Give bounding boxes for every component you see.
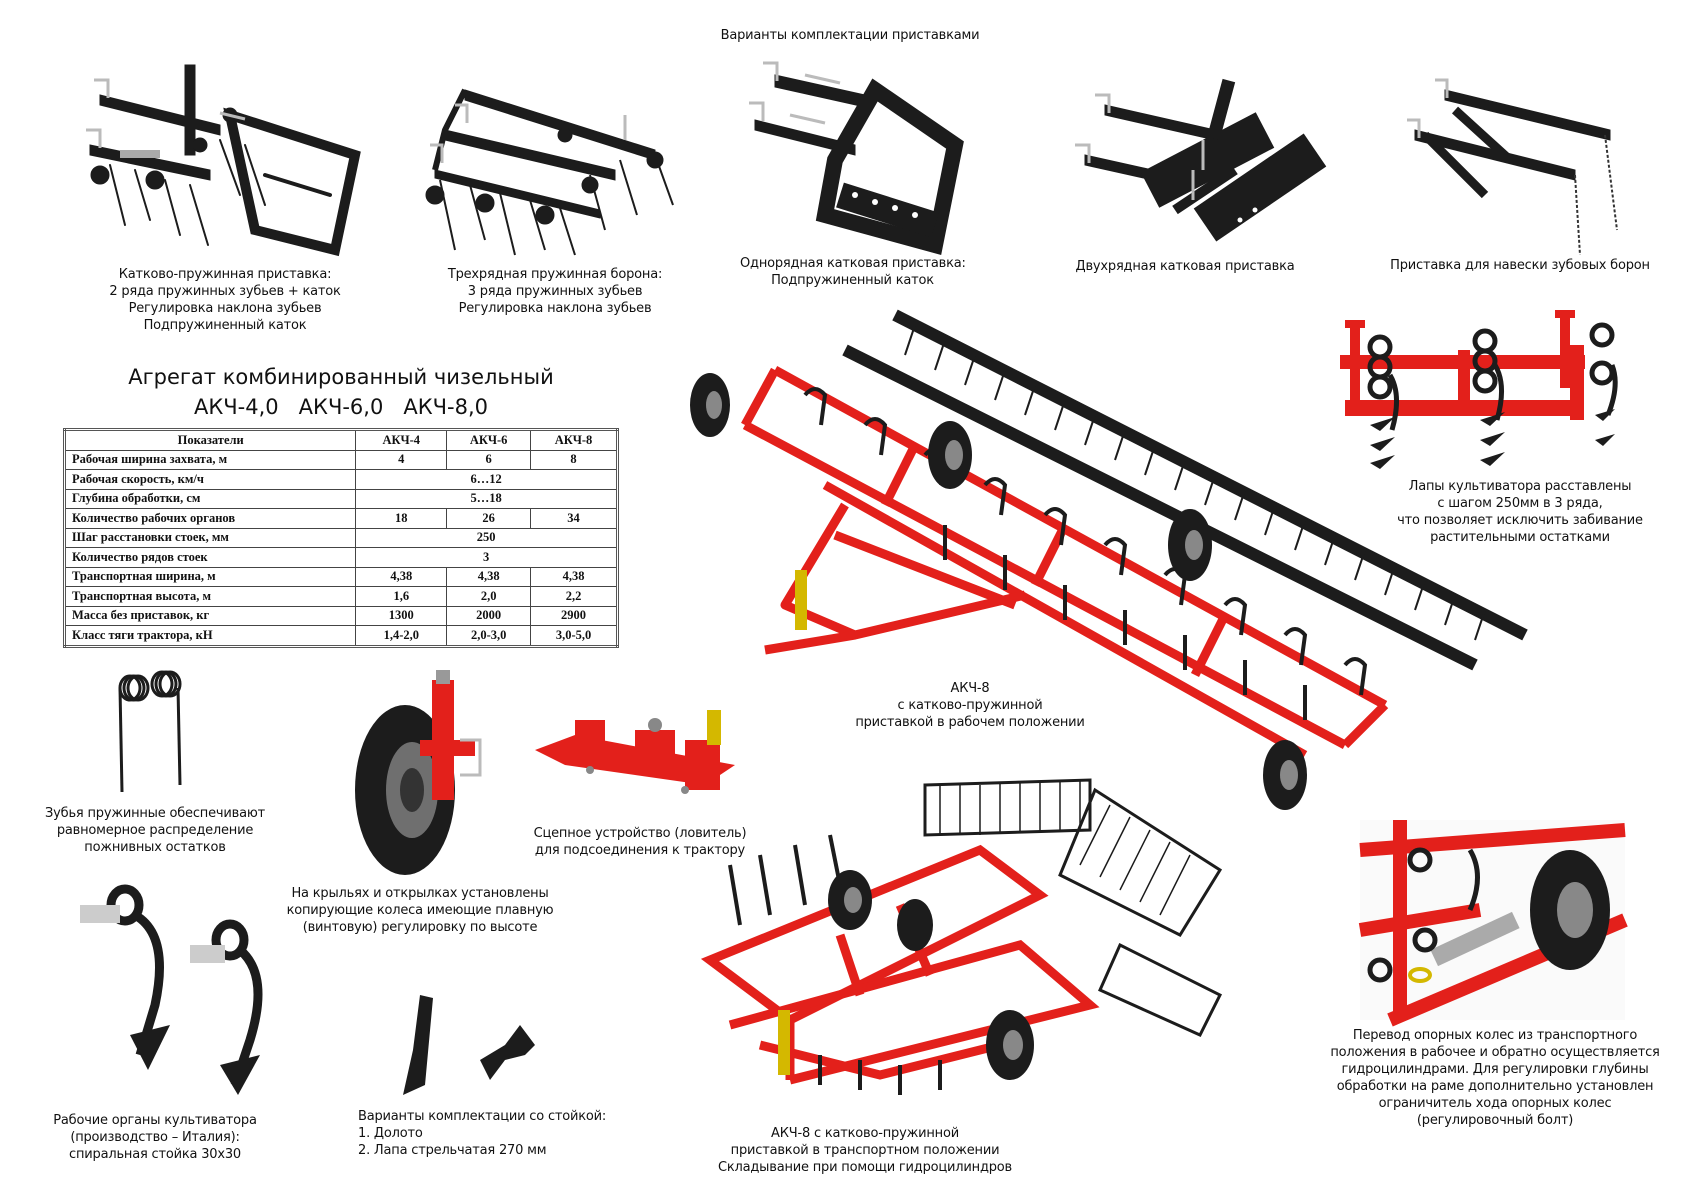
- row-label: Глубина обработки, см: [63, 488, 357, 509]
- wheel-transfer-detail-image: [1358, 820, 1628, 1027]
- table-header-row: Показатели АКЧ-4 АКЧ-6 АКЧ-8: [63, 429, 618, 451]
- cell-value: 4,38: [446, 566, 532, 587]
- cell-value: 18: [355, 508, 448, 529]
- row-label: Рабочая скорость, км/ч: [63, 469, 357, 490]
- roller-spring-attachment-image: [86, 64, 361, 257]
- cell-value: 4,38: [355, 566, 448, 587]
- table-row: Количество рабочих органов 18 26 34: [63, 508, 618, 529]
- akch8-transport-position-image: [700, 778, 1223, 1095]
- table-row: Класс тяги трактора, кН 1,4-2,0 2,0-3,0 …: [63, 625, 618, 647]
- double-roller-attachment-image: [1075, 78, 1327, 242]
- table-row: Транспортная высота, м 1,6 2,0 2,2: [63, 586, 618, 607]
- gauge-wheel-image: [355, 670, 482, 875]
- attachment-caption-4: Двухрядная катковая приставка: [1075, 259, 1295, 274]
- attachment-caption-2: Трехрядная пружинная борона:3 ряда пружи…: [447, 267, 663, 316]
- cell-value: 2,0: [446, 586, 532, 607]
- row-label: Количество рабочих органов: [63, 508, 357, 529]
- table-row: Глубина обработки, см 5…18: [63, 488, 618, 509]
- shank-spacing-image: [1340, 310, 1618, 469]
- cell-value: 1,6: [355, 586, 448, 607]
- table-row: Количество рядов стоек 3: [63, 547, 618, 568]
- header-parameter: Показатели: [63, 429, 357, 451]
- row-label: Транспортная высота, м: [63, 586, 357, 607]
- cell-value: 4: [355, 449, 448, 470]
- attachments-heading: Варианты комплектации приставками: [720, 28, 980, 43]
- cell-value: 6…12: [355, 469, 618, 490]
- single-roller-attachment-image: [749, 61, 964, 255]
- header-akch-4: АКЧ-4: [355, 429, 448, 451]
- hitch-device-image: [535, 710, 735, 794]
- cell-value: 3,0-5,0: [530, 625, 618, 647]
- attachment-caption-5: Приставка для навески зубовых борон: [1390, 258, 1650, 273]
- row-label: Шаг расстановки стоек, мм: [63, 527, 357, 548]
- cultivator-shanks-image: [80, 884, 263, 1095]
- cell-value: 6: [446, 449, 532, 470]
- row-label: Класс тяги трактора, кН: [63, 625, 357, 647]
- attachment-caption-3: Однорядная катковая приставка:Подпружине…: [740, 256, 966, 288]
- cell-value: 2900: [530, 605, 618, 626]
- page-title: Агрегат комбинированный чизельный АКЧ-4,…: [63, 362, 619, 422]
- working-organs-caption: Рабочие органы культиватора(производство…: [53, 1113, 257, 1162]
- hitch-caption: Сцепное устройство (ловитель)для подсоед…: [533, 826, 747, 858]
- cell-value: 2000: [446, 605, 532, 626]
- spring-harrow-attachment-image: [425, 88, 674, 256]
- cell-value: 2,2: [530, 586, 618, 607]
- table-row: Шаг расстановки стоек, мм 250: [63, 527, 618, 548]
- cell-value: 8: [530, 449, 618, 470]
- harrow-hitch-attachment-image: [1407, 78, 1618, 256]
- attachment-caption-1: Катково-пружинная приставка:2 ряда пружи…: [109, 267, 341, 333]
- cell-value: 1300: [355, 605, 448, 626]
- cell-value: 34: [530, 508, 618, 529]
- title-line-1: Агрегат комбинированный чизельный: [128, 365, 554, 389]
- header-akch-8: АКЧ-8: [530, 429, 618, 451]
- row-label: Транспортная ширина, м: [63, 566, 357, 587]
- cell-value: 250: [355, 527, 618, 548]
- chisel-and-sweep-image: [403, 995, 535, 1095]
- table-row: Рабочая скорость, км/ч 6…12: [63, 469, 618, 490]
- cell-value: 26: [446, 508, 532, 529]
- shank-options-caption: Варианты комплектации со стойкой:1. Доло…: [358, 1109, 607, 1158]
- row-label: Масса без приставок, кг: [63, 605, 357, 626]
- cell-value: 5…18: [355, 488, 618, 509]
- row-label: Рабочая ширина захвата, м: [63, 449, 357, 470]
- akch8-working-position-image: [690, 309, 1528, 810]
- cell-value: 4,38: [530, 566, 618, 587]
- title-line-2: АКЧ-4,0 АКЧ-6,0 АКЧ-8,0: [194, 395, 488, 419]
- spring-teeth-image: [118, 670, 182, 793]
- table-row: Рабочая ширина захвата, м 4 6 8: [63, 449, 618, 470]
- row-label: Количество рядов стоек: [63, 547, 357, 568]
- cell-value: 1,4-2,0: [355, 625, 448, 647]
- cell-value: 3: [355, 547, 618, 568]
- cell-value: 2,0-3,0: [446, 625, 532, 647]
- header-akch-6: АКЧ-6: [446, 429, 532, 451]
- table-row: Масса без приставок, кг 1300 2000 2900: [63, 605, 618, 626]
- specifications-table: Показатели АКЧ-4 АКЧ-6 АКЧ-8 Рабочая шир…: [63, 428, 619, 648]
- table-row: Транспортная ширина, м 4,38 4,38 4,38: [63, 566, 618, 587]
